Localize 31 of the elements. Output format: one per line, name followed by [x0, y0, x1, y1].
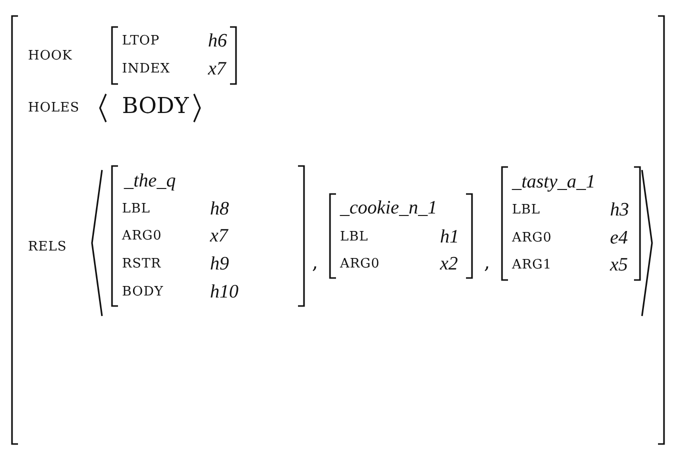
predicate-name: _cookie_n_1 [340, 198, 438, 218]
feature-value: h6 [208, 32, 227, 50]
feature-name: HOOK [28, 50, 72, 62]
predicate-name: _tasty_a_1 [512, 172, 596, 192]
feature-name: RELS [28, 240, 67, 254]
feature-name: RSTR [122, 258, 162, 270]
feature-name: LBL [122, 202, 150, 216]
feature-name: LBL [512, 204, 540, 216]
feature-name: LBL [340, 230, 368, 244]
feature-name: ARG0 [122, 230, 162, 242]
feature-value: h10 [210, 282, 238, 302]
feature-name: LTOP [122, 34, 160, 48]
feature-name: ARG0 [512, 232, 552, 244]
feature-value: h9 [210, 254, 229, 274]
feature-name: BODY [122, 286, 164, 298]
list-separator: , [312, 254, 318, 272]
feature-value: BODY [122, 96, 189, 118]
feature-value: h3 [610, 200, 629, 220]
feature-value: e4 [610, 228, 628, 248]
feature-value: x7 [210, 226, 228, 246]
feature-value: x7 [208, 60, 226, 78]
list-separator: , [484, 254, 490, 272]
feature-value: h8 [210, 200, 229, 218]
predicate-name: _the_q [124, 172, 176, 190]
feature-value: x2 [440, 254, 458, 274]
feature-name: ARG1 [512, 258, 552, 272]
feature-name: HOLES [28, 102, 80, 114]
feature-value: x5 [610, 256, 628, 274]
feature-name: ARG0 [340, 258, 380, 270]
feature-value: h1 [440, 228, 459, 246]
feature-name: INDEX [122, 62, 170, 76]
